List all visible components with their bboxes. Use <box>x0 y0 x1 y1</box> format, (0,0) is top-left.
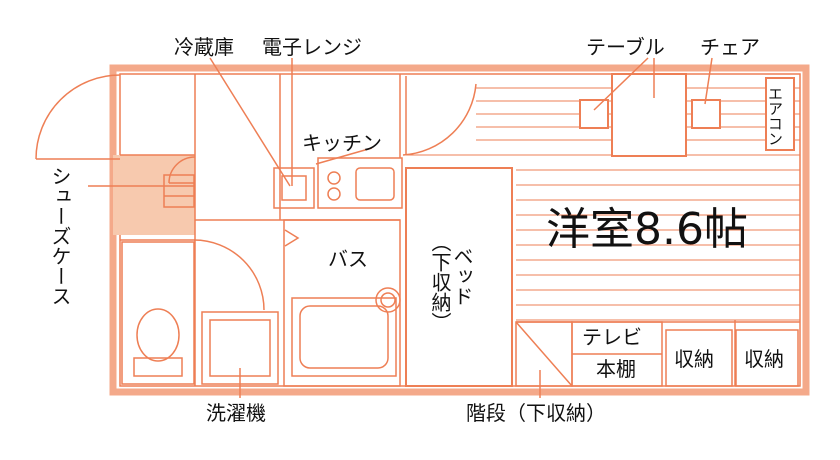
chair-right <box>691 99 721 129</box>
refrigerator-box <box>273 167 315 209</box>
bed <box>405 167 513 387</box>
microwave-label: 電子レンジ <box>262 35 362 59</box>
chair-left <box>579 99 609 129</box>
inner-door-swing <box>168 156 196 184</box>
storage-2-label: 収納 <box>744 347 784 371</box>
shelf-label: 本棚 <box>596 357 636 381</box>
table-label: テーブル <box>586 35 665 59</box>
shoe-case-label: シューズケース <box>48 166 72 306</box>
entrance-door-swing <box>35 74 121 160</box>
aircon-box <box>765 77 795 151</box>
shoe-case-box <box>163 174 195 208</box>
leader-lines <box>88 57 713 398</box>
storage-1 <box>665 329 733 387</box>
aircon-label: エアコン <box>766 86 784 146</box>
stairs-label: 階段（下収納） <box>466 401 606 425</box>
kitchen-counter <box>317 157 403 209</box>
table <box>611 73 687 157</box>
shoe-case-area <box>113 155 195 235</box>
storage-2 <box>735 329 799 387</box>
sink <box>355 167 395 201</box>
chair-label: チェア <box>700 35 760 59</box>
bed-label: ベッド <box>450 246 474 306</box>
tv-label: テレビ <box>582 325 642 349</box>
room-door-swing <box>402 83 477 156</box>
washer-label: 洗濯機 <box>206 401 266 425</box>
toilet-room <box>121 241 195 385</box>
bathtub <box>291 297 397 377</box>
bed-note-label: （下収納） <box>428 232 452 332</box>
bath-label: バス <box>328 247 368 271</box>
room-label: 洋室8.6帖 <box>546 204 748 255</box>
storage-1-label: 収納 <box>674 347 714 371</box>
kitchen-label: キッチン <box>302 131 382 155</box>
toilet <box>136 308 180 362</box>
refrigerator-label: 冷蔵庫 <box>174 35 234 59</box>
